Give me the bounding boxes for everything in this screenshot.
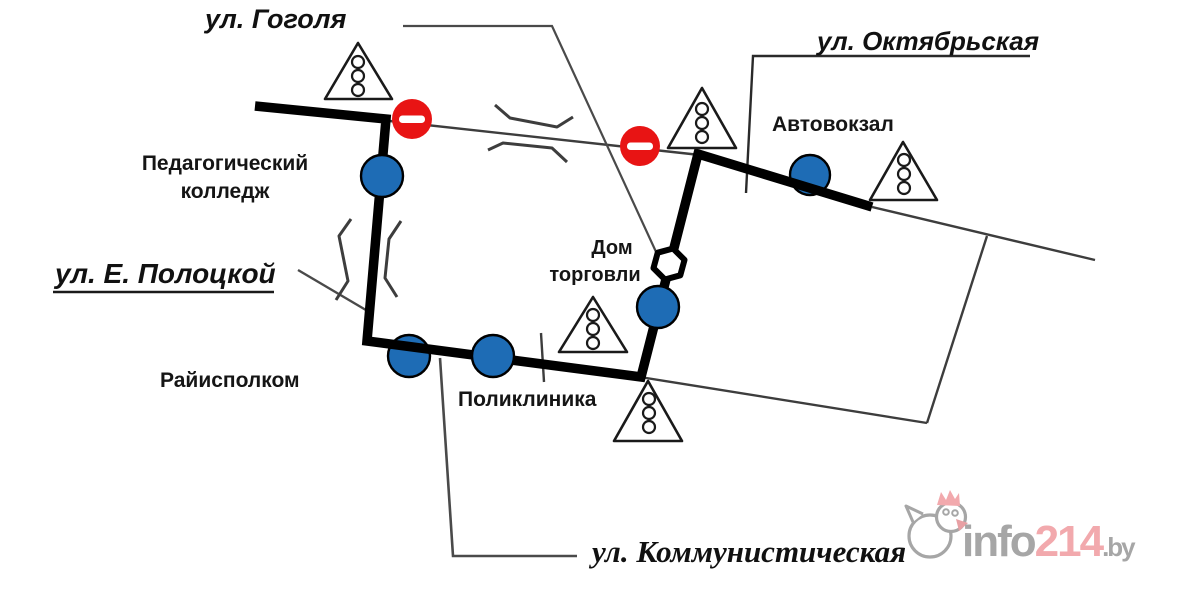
traffic-light-warning-sign-icon — [666, 86, 738, 150]
rooster-crown — [937, 490, 960, 506]
polyclinic-tick-line — [539, 332, 546, 383]
bus-stop-trade-house — [635, 284, 681, 330]
watermark-tld: .by — [1102, 532, 1136, 562]
place-label-polyclinic: Поликлиника — [458, 388, 597, 411]
junction-hexagon-icon — [650, 245, 688, 283]
cross-street-line — [925, 235, 989, 424]
road-bracket-mark — [383, 220, 403, 298]
rooster-logo-icon — [904, 490, 968, 559]
oktyabrskaya-street-extension-line — [871, 205, 1096, 262]
no-entry-sign-icon — [620, 126, 660, 166]
watermark-prefix: info — [962, 517, 1036, 566]
traffic-light-warning-sign-icon — [612, 379, 684, 443]
road-bracket-mark — [494, 103, 574, 129]
street-label-polotskoy: ул. Е. Полоцкой — [53, 258, 276, 289]
bus-stop-polyclinic — [470, 333, 516, 379]
place-label-trade-house-line1: Дом — [591, 237, 632, 259]
kommunisticheskaya-street-extension-line — [639, 375, 928, 425]
info214-watermark: info214.by — [904, 490, 1138, 566]
rooster-eye — [942, 508, 950, 516]
place-label-trade-house-line2: торговли — [549, 264, 640, 286]
watermark-brand-text: info214.by — [962, 517, 1136, 566]
place-label-college-line2: колледж — [181, 180, 271, 203]
kommunisticheskaya-callout-line — [438, 357, 577, 558]
traffic-light-warning-sign-icon — [557, 295, 629, 354]
polotskoy-callout-line — [297, 268, 372, 315]
watermark-number: 214 — [1035, 517, 1105, 566]
rooster-eye — [951, 509, 959, 517]
traffic-light-warning-sign-icon — [323, 41, 394, 101]
place-label-district-committee: Райисполком — [160, 369, 300, 392]
place-label-bus-station: Автовокзал — [772, 113, 894, 136]
oktyabrskaya-callout-underline-line — [744, 54, 1030, 194]
rooster-ear — [904, 504, 924, 523]
place-label-college-line1: Педагогический — [142, 152, 308, 175]
bus-route-polyline — [254, 101, 874, 383]
no-entry-sign-icon — [392, 99, 432, 139]
road-bracket-mark — [487, 141, 569, 164]
street-label-kommunisticheskaya: ул. Коммунистическая — [588, 534, 906, 569]
bus-stop-college — [359, 153, 405, 199]
street-label-gogolya: ул. Гоголя — [203, 4, 347, 34]
street-label-oktyabrskaya: ул. Октябрьская — [815, 26, 1039, 56]
road-bracket-mark — [334, 218, 353, 301]
gogolya-callout-line — [403, 24, 658, 255]
rooster-beak — [956, 519, 968, 531]
traffic-light-warning-sign-icon — [868, 140, 939, 202]
